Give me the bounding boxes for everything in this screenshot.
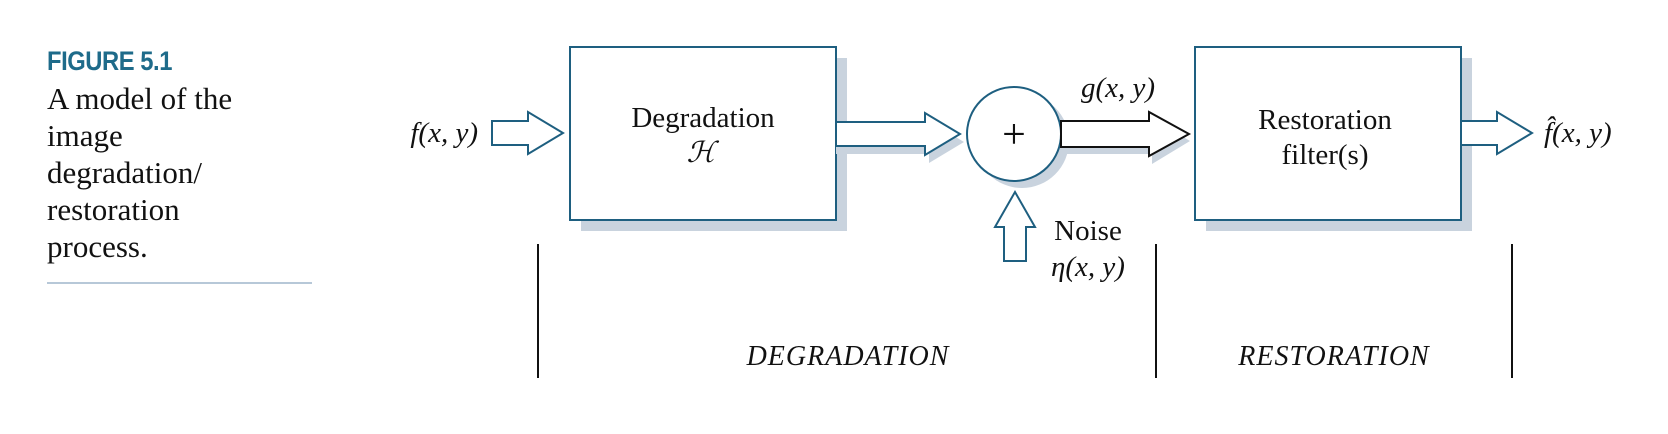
restoration-block (1194, 46, 1462, 221)
figure-label: FIGURE 5.1 (47, 46, 173, 76)
stage-label-degradation: DEGRADATION (746, 341, 950, 372)
caption-line: process. (47, 229, 148, 264)
output-arrow (1460, 110, 1534, 156)
noise-label: Noise (1054, 215, 1122, 247)
caption-line: image (47, 118, 123, 153)
degradation-to-sum-arrow (835, 111, 962, 157)
figure-caption: FIGURE 5.1 A model of the image degradat… (47, 44, 317, 284)
figure-caption-text: A model of the image degradation/ restor… (47, 80, 317, 265)
plus-icon: + (1002, 112, 1026, 158)
input-arrow (491, 110, 565, 156)
restoration-block-sublabel: filter(s) (1282, 139, 1369, 171)
stage-label-restoration: RESTORATION (1237, 341, 1430, 372)
noise-arrow (993, 189, 1037, 262)
caption-line: degradation/ (47, 155, 202, 190)
restoration-block-label: Restoration (1258, 104, 1392, 136)
caption-divider (47, 282, 312, 284)
noise-symbol: η(x, y) (1051, 251, 1125, 283)
degradation-block-label: Degradation (631, 102, 775, 134)
degradation-operator-symbol: ℋ (687, 137, 720, 169)
input-label: f(x, y) (410, 117, 478, 149)
intermediate-label: g(x, y) (1081, 72, 1155, 104)
caption-line: A model of the (47, 81, 233, 116)
caption-line: restoration (47, 192, 180, 227)
output-label: f̂(x, y) (1544, 115, 1612, 149)
degradation-block (569, 46, 837, 221)
sum-to-restoration-arrow (1060, 110, 1192, 158)
